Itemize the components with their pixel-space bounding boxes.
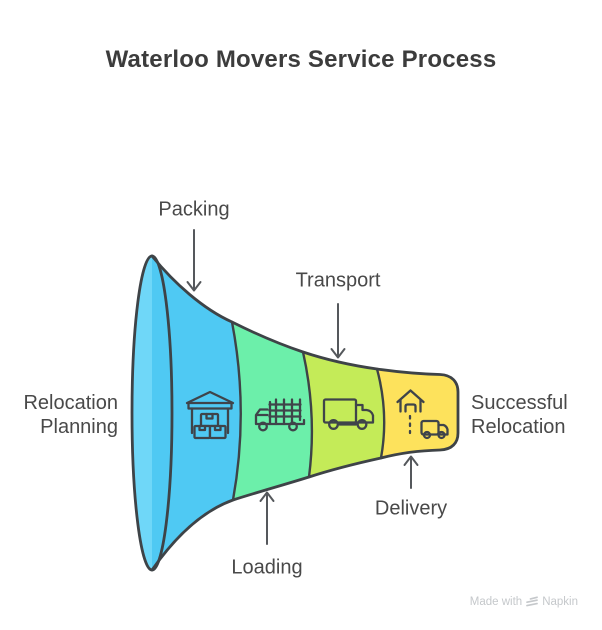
- watermark-text: Made with: [469, 596, 523, 608]
- packing-pointer-arrow: [186, 229, 202, 292]
- moving-truck-icon: [322, 398, 375, 430]
- stage-label-transport: Transport: [295, 269, 381, 292]
- watermark-brand: Napkin: [542, 596, 578, 608]
- delivery-pointer-arrow: [403, 455, 419, 489]
- divider-packing-loading: [230, 320, 242, 502]
- napkin-watermark: Made with Napkin: [470, 596, 578, 608]
- stage-label-packing: Packing: [158, 198, 230, 221]
- stage-label-loading: Loading: [231, 556, 303, 579]
- transport-pointer-arrow: [330, 303, 346, 359]
- funnel-segment-delivery: [377, 369, 458, 458]
- pointer-arrows: [186, 229, 419, 545]
- page-title: Waterloo Movers Service Process: [105, 46, 497, 73]
- funnel-mouth-rim: [130, 254, 174, 572]
- stage-label-delivery: Delivery: [374, 497, 448, 520]
- divider-transport-delivery: [375, 367, 386, 460]
- home-delivery-icon: [396, 389, 449, 440]
- divider-loading-transport: [301, 350, 314, 479]
- start-stage-label: Relocation Planning: [23, 392, 118, 438]
- funnel-dividers: [230, 320, 386, 502]
- funnel-outline: [150, 254, 460, 572]
- warehouse-boxes-icon: [185, 390, 235, 440]
- loaded-truck-icon: [254, 398, 306, 432]
- loading-pointer-arrow: [259, 491, 275, 545]
- end-stage-label: Successful Relocation: [471, 392, 568, 438]
- napkin-logo-icon: [526, 596, 539, 607]
